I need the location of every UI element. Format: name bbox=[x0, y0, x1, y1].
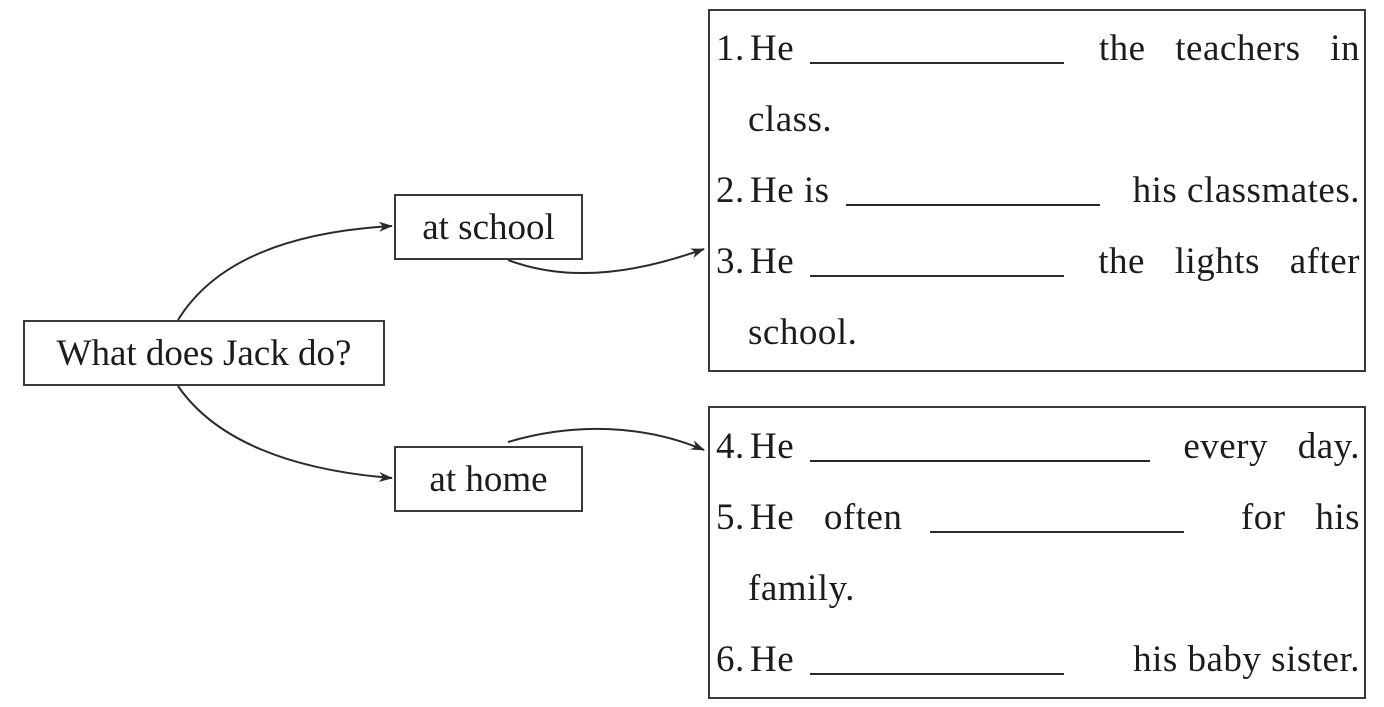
item-1-before: He bbox=[750, 28, 795, 69]
arrow-question-to-school bbox=[177, 221, 393, 321]
item-1: 1. He the teachers in bbox=[716, 24, 1360, 74]
item-5-before: He often bbox=[750, 497, 903, 538]
item-5: 5. He often for his bbox=[716, 493, 1360, 543]
item-5-blank[interactable] bbox=[930, 531, 1185, 533]
question-text: What does Jack do? bbox=[56, 332, 352, 374]
school-items-box: 1. He the teachers in class. 2. He is hi… bbox=[708, 9, 1366, 372]
item-6-number: 6. bbox=[716, 639, 745, 680]
at-school-box: at school bbox=[394, 194, 583, 260]
item-4-after: every day. bbox=[1183, 426, 1360, 467]
at-school-label: at school bbox=[422, 206, 555, 248]
item-5-number: 5. bbox=[716, 497, 745, 538]
at-home-label: at home bbox=[429, 458, 548, 500]
item-3-blank[interactable] bbox=[810, 275, 1065, 277]
item-6: 6. He his baby sister. bbox=[716, 635, 1360, 685]
item-2-blank[interactable] bbox=[845, 204, 1100, 206]
home-items-box: 4. He every day. 5. He often for his fam… bbox=[708, 406, 1366, 699]
at-home-box: at home bbox=[394, 446, 583, 512]
item-3-continuation-line: school. bbox=[748, 308, 1360, 358]
item-5-after: for his bbox=[1240, 497, 1360, 538]
item-1-blank[interactable] bbox=[810, 62, 1065, 64]
item-5-continuation: family. bbox=[748, 568, 855, 609]
item-1-continuation: class. bbox=[748, 99, 833, 140]
item-6-before: He bbox=[750, 639, 795, 680]
item-2-number: 2. bbox=[716, 170, 745, 211]
item-4: 4. He every day. bbox=[716, 422, 1360, 472]
item-3-after: the lights after bbox=[1098, 241, 1360, 282]
question-box: What does Jack do? bbox=[23, 320, 385, 386]
item-6-after: his baby sister. bbox=[1133, 639, 1360, 680]
item-2-before: He is bbox=[750, 170, 830, 211]
item-3-before: He bbox=[750, 241, 795, 282]
item-3-number: 3. bbox=[716, 241, 745, 282]
item-4-before: He bbox=[750, 426, 795, 467]
item-1-continuation-line: class. bbox=[748, 95, 1360, 145]
item-3-continuation: school. bbox=[748, 312, 858, 353]
item-1-number: 1. bbox=[716, 28, 745, 69]
item-6-blank[interactable] bbox=[810, 673, 1065, 675]
item-5-continuation-line: family. bbox=[748, 564, 1360, 614]
item-4-blank[interactable] bbox=[810, 460, 1151, 462]
item-4-number: 4. bbox=[716, 426, 745, 467]
item-1-after: the teachers in bbox=[1098, 28, 1360, 69]
item-2-after: his classmates. bbox=[1132, 170, 1360, 211]
arrow-question-to-home bbox=[177, 385, 393, 482]
item-2: 2. He is his classmates. bbox=[716, 166, 1360, 216]
item-3: 3. He the lights after bbox=[716, 237, 1360, 287]
